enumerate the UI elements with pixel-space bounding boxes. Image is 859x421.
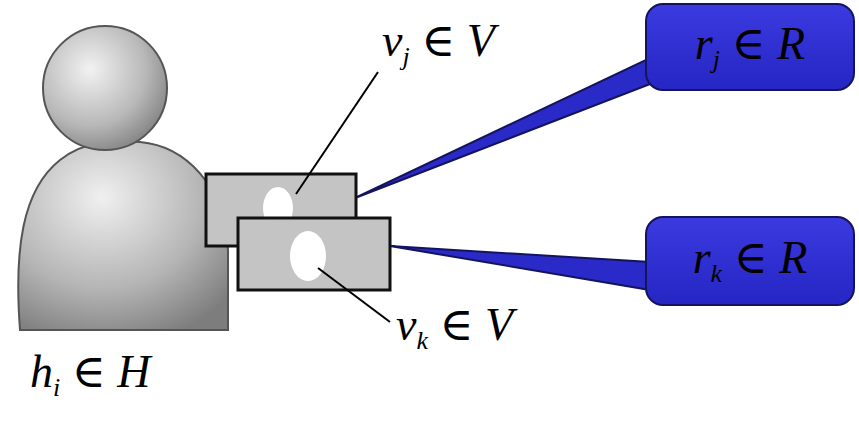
relation: ∈	[720, 18, 777, 69]
symbol: R	[777, 18, 805, 69]
symbol: h	[30, 346, 53, 397]
card-oval	[290, 231, 326, 281]
speech-bubble: rk ∈ R	[645, 216, 855, 306]
symbol: v	[382, 15, 402, 66]
subscript: k	[416, 326, 428, 355]
subscript: k	[711, 259, 723, 288]
math-label: rj ∈ R	[695, 19, 805, 75]
symbol: V	[485, 299, 513, 350]
relation: ∈	[428, 299, 485, 350]
math-label: rk ∈ R	[693, 233, 808, 289]
relation: ∈	[722, 232, 779, 283]
symbol: V	[467, 15, 495, 66]
leader-line	[296, 72, 378, 194]
symbol: v	[396, 299, 416, 350]
speech-bubble: rj ∈ R	[645, 3, 855, 91]
math-label: vj ∈ V	[382, 16, 495, 72]
subscript: j	[713, 45, 720, 74]
subscript: i	[53, 373, 60, 402]
callout-tail	[355, 58, 650, 198]
symbol: r	[693, 232, 711, 283]
math-label: hi ∈ H	[30, 347, 151, 403]
person-head	[43, 26, 167, 150]
leader-line	[318, 268, 390, 322]
math-label: vk ∈ V	[396, 300, 513, 356]
symbol: H	[117, 346, 150, 397]
card	[238, 218, 390, 290]
relation: ∈	[60, 346, 117, 397]
symbol: R	[779, 232, 807, 283]
symbol: r	[695, 18, 713, 69]
person-body	[18, 141, 228, 330]
callout-tail	[390, 246, 650, 290]
relation: ∈	[410, 15, 467, 66]
subscript: j	[402, 42, 409, 71]
